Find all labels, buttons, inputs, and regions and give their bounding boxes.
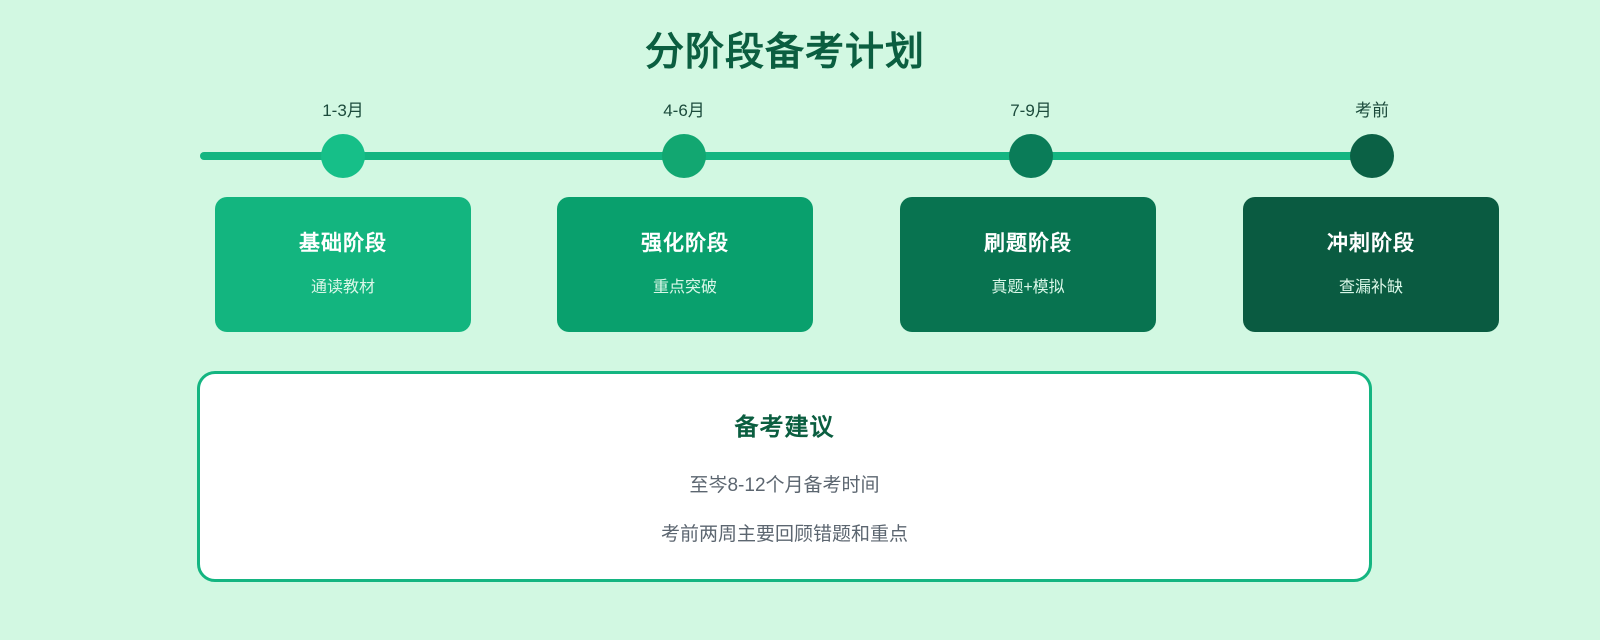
stage-card-4[interactable]: 冲刺阶段 查漏补缺 <box>1243 197 1499 332</box>
timeline-track <box>200 152 1372 160</box>
timeline-dot-2[interactable] <box>662 134 706 178</box>
stage-title-4: 冲刺阶段 <box>1327 232 1415 255</box>
timeline: 1-3月 4-6月 7-9月 考前 <box>200 96 1394 186</box>
timeline-dot-3[interactable] <box>1009 134 1053 178</box>
timeline-label-1: 1-3月 <box>322 101 364 120</box>
stage-card-row: 基础阶段 通读教材 强化阶段 重点突破 刷题阶段 真题+模拟 冲刺阶段 查漏补缺 <box>215 197 1499 332</box>
advice-line-1: 至岑8-12个月备考时间 <box>689 475 880 496</box>
stage-card-3[interactable]: 刷题阶段 真题+模拟 <box>900 197 1156 332</box>
stage-desc-1: 通读教材 <box>310 279 375 296</box>
timeline-label-3: 7-9月 <box>1010 101 1052 120</box>
timeline-label-4: 考前 <box>1355 101 1389 120</box>
stage-desc-3: 真题+模拟 <box>991 279 1065 296</box>
advice-title: 备考建议 <box>734 414 835 441</box>
timeline-dot-4[interactable] <box>1350 134 1394 178</box>
stage-title-2: 强化阶段 <box>641 232 729 255</box>
stage-desc-4: 查漏补缺 <box>1338 279 1403 296</box>
stage-title-1: 基础阶段 <box>299 232 387 255</box>
stage-card-1[interactable]: 基础阶段 通读教材 <box>215 197 471 332</box>
timeline-dot-1[interactable] <box>321 134 365 178</box>
advice-panel: 备考建议 至岑8-12个月备考时间 考前两周主要回顾错题和重点 <box>197 371 1372 582</box>
timeline-label-2: 4-6月 <box>663 101 705 120</box>
stage-desc-2: 重点突破 <box>652 279 717 296</box>
page-title: 分阶段备考计划 <box>644 31 925 74</box>
advice-line-2: 考前两周主要回顾错题和重点 <box>660 524 908 545</box>
stage-title-3: 刷题阶段 <box>984 232 1072 255</box>
stage-card-2[interactable]: 强化阶段 重点突破 <box>557 197 813 332</box>
